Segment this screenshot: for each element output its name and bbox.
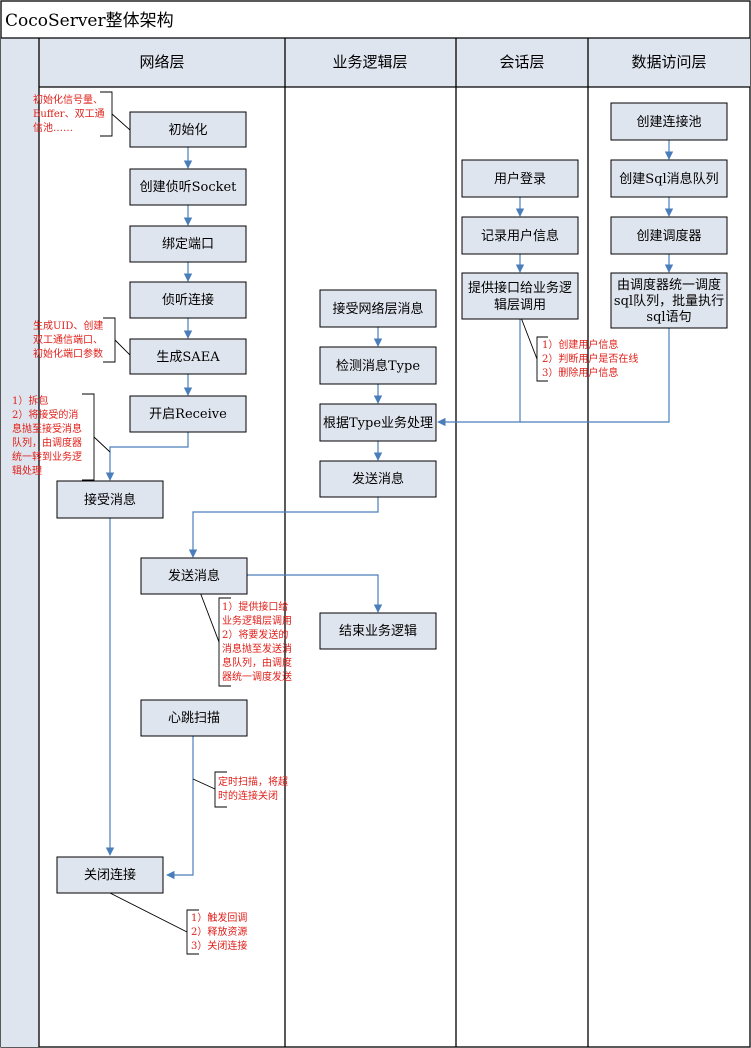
create-sql-queue-box-label: 创建Sql消息队列 <box>619 171 718 187</box>
note-send: 1）提供接口给 业务逻辑层调用 2）将要发送的 消息抛至发送消 息队列，由调度 … <box>222 600 292 683</box>
note-heartbeat-line-1: 定时扫描，将超 <box>218 775 288 788</box>
lane-session: 会话层 <box>499 53 544 71</box>
lane-business: 业务逻辑层 <box>332 53 407 71</box>
user-login-box-label: 用户登录 <box>494 171 546 187</box>
scheduler-exec-box <box>610 272 728 329</box>
note-close-line-2: 2）释放资源 <box>191 925 247 938</box>
note-heartbeat-line-2: 时的连接关闭 <box>218 789 278 802</box>
note-receive-line-5: 统一转到业务逻 <box>12 450 82 463</box>
gen-saea-box <box>129 338 247 375</box>
heartbeat-box <box>140 699 248 737</box>
note-session-line-1: 1）创建用户信息 <box>542 338 618 351</box>
listen-box-label: 侦听连接 <box>162 292 214 308</box>
provide-interface-line-2: 辑层调用 <box>494 298 546 313</box>
bind-port-box <box>129 225 247 263</box>
bind-port-box-label: 绑定端口 <box>162 237 214 252</box>
init-box <box>129 111 247 148</box>
flow-arrows <box>105 140 674 880</box>
note-send-line-1: 1）提供接口给 <box>222 600 288 613</box>
note-send-line-4: 消息抛至发送消 <box>222 642 292 655</box>
create-sql-queue-box <box>610 159 728 198</box>
detect-type-box <box>319 346 437 385</box>
recv-msg-box-label: 接受消息 <box>84 492 136 508</box>
recv-net-msg-box-label: 接受网络层消息 <box>332 301 423 317</box>
note-receive-line-2: 2）将接受的消 <box>12 408 78 421</box>
listen-box <box>129 281 247 319</box>
biz-send-msg-box <box>319 460 437 498</box>
end-biz-box <box>319 612 437 650</box>
note-saea-line-3: 初始化端口参数 <box>33 347 103 360</box>
gen-saea-box-label: 生成SAEA <box>156 350 220 365</box>
scheduler-exec-line-1: 由调度器统一调度 <box>617 277 721 293</box>
note-init-line-1: 初始化信号量、 <box>33 93 103 106</box>
start-receive-box-label: 开启Receive <box>149 407 227 422</box>
note-send-line-3: 2）将要发送的 <box>222 628 288 641</box>
note-saea-line-1: 生成UID、创建 <box>33 319 103 332</box>
note-heartbeat: 定时扫描，将超 时的连接关闭 <box>218 775 288 802</box>
provide-interface-line-1: 提供接口给业务逻 <box>468 280 572 296</box>
note-init-line-3: 信池…… <box>33 121 73 134</box>
note-session-line-3: 3）删除用户信息 <box>542 366 618 379</box>
biz-send-msg-box-label: 发送消息 <box>352 471 404 487</box>
callout-lines <box>82 91 548 955</box>
note-init-line-2: Buffer、双工通 <box>33 108 105 120</box>
net-send-msg-box-label: 发送消息 <box>168 568 220 584</box>
note-saea: 生成UID、创建 双工通信端口、 初始化端口参数 <box>33 319 103 360</box>
lane-data-access: 数据访问层 <box>631 53 706 71</box>
init-box-label: 初始化 <box>168 123 207 138</box>
lane-network: 网络层 <box>139 53 184 71</box>
create-socket-box <box>129 168 247 206</box>
note-close-line-1: 1）触发回调 <box>191 911 247 924</box>
note-send-line-6: 器统一调度发送 <box>222 670 292 683</box>
note-close-line-3: 3）关闭连接 <box>191 939 247 952</box>
start-receive-box <box>129 395 247 433</box>
recv-net-msg-box <box>319 289 437 328</box>
note-receive-line-4: 队列，由调度器 <box>12 436 82 449</box>
process-type-box <box>319 403 437 442</box>
heartbeat-box-label: 心跳扫描 <box>168 711 220 726</box>
close-conn-box <box>56 856 164 894</box>
note-close: 1）触发回调 2）释放资源 3）关闭连接 <box>191 911 247 952</box>
diagram-title: CocoServer整体架构 <box>5 11 174 31</box>
net-send-msg-box <box>140 557 248 595</box>
end-biz-box-label: 结束业务逻辑 <box>339 623 417 639</box>
process-type-box-label: 根据Type业务处理 <box>323 415 433 431</box>
note-session-line-2: 2）判断用户是否在线 <box>542 352 638 365</box>
note-session: 1）创建用户信息 2）判断用户是否在线 3）删除用户信息 <box>542 338 638 379</box>
scheduler-exec-line-3: sql语句 <box>646 310 691 325</box>
create-pool-box-label: 创建连接池 <box>636 114 701 130</box>
left-margin-band <box>1 38 39 1047</box>
note-receive-line-6: 辑处理 <box>12 464 42 477</box>
user-login-box <box>461 159 579 198</box>
note-init: 初始化信号量、 Buffer、双工通 信池…… <box>33 93 105 134</box>
note-send-line-2: 业务逻辑层调用 <box>222 614 292 627</box>
scheduler-exec-line-2: sql队列，批量执行 <box>614 294 724 309</box>
create-socket-box-label: 创建侦听Socket <box>140 180 238 195</box>
note-send-line-5: 息队列，由调度 <box>222 656 292 669</box>
recv-msg-box <box>56 480 164 519</box>
create-pool-box <box>610 102 728 141</box>
record-user-box <box>461 216 579 255</box>
create-scheduler-box-label: 创建调度器 <box>636 228 701 244</box>
provide-interface-box <box>461 272 579 320</box>
note-receive: 1）拆包 2）将接受的消 息抛至接受消息 队列，由调度器 统一转到业务逻 辑处理 <box>12 394 82 477</box>
note-saea-line-2: 双工通信端口、 <box>33 333 103 346</box>
create-scheduler-box <box>610 216 728 255</box>
record-user-box-label: 记录用户信息 <box>481 228 559 244</box>
note-receive-line-3: 息抛至接受消息 <box>12 422 82 435</box>
close-conn-box-label: 关闭连接 <box>84 867 136 883</box>
lane-header-band <box>39 38 750 87</box>
note-receive-line-1: 1）拆包 <box>12 394 48 407</box>
detect-type-box-label: 检测消息Type <box>336 358 420 374</box>
